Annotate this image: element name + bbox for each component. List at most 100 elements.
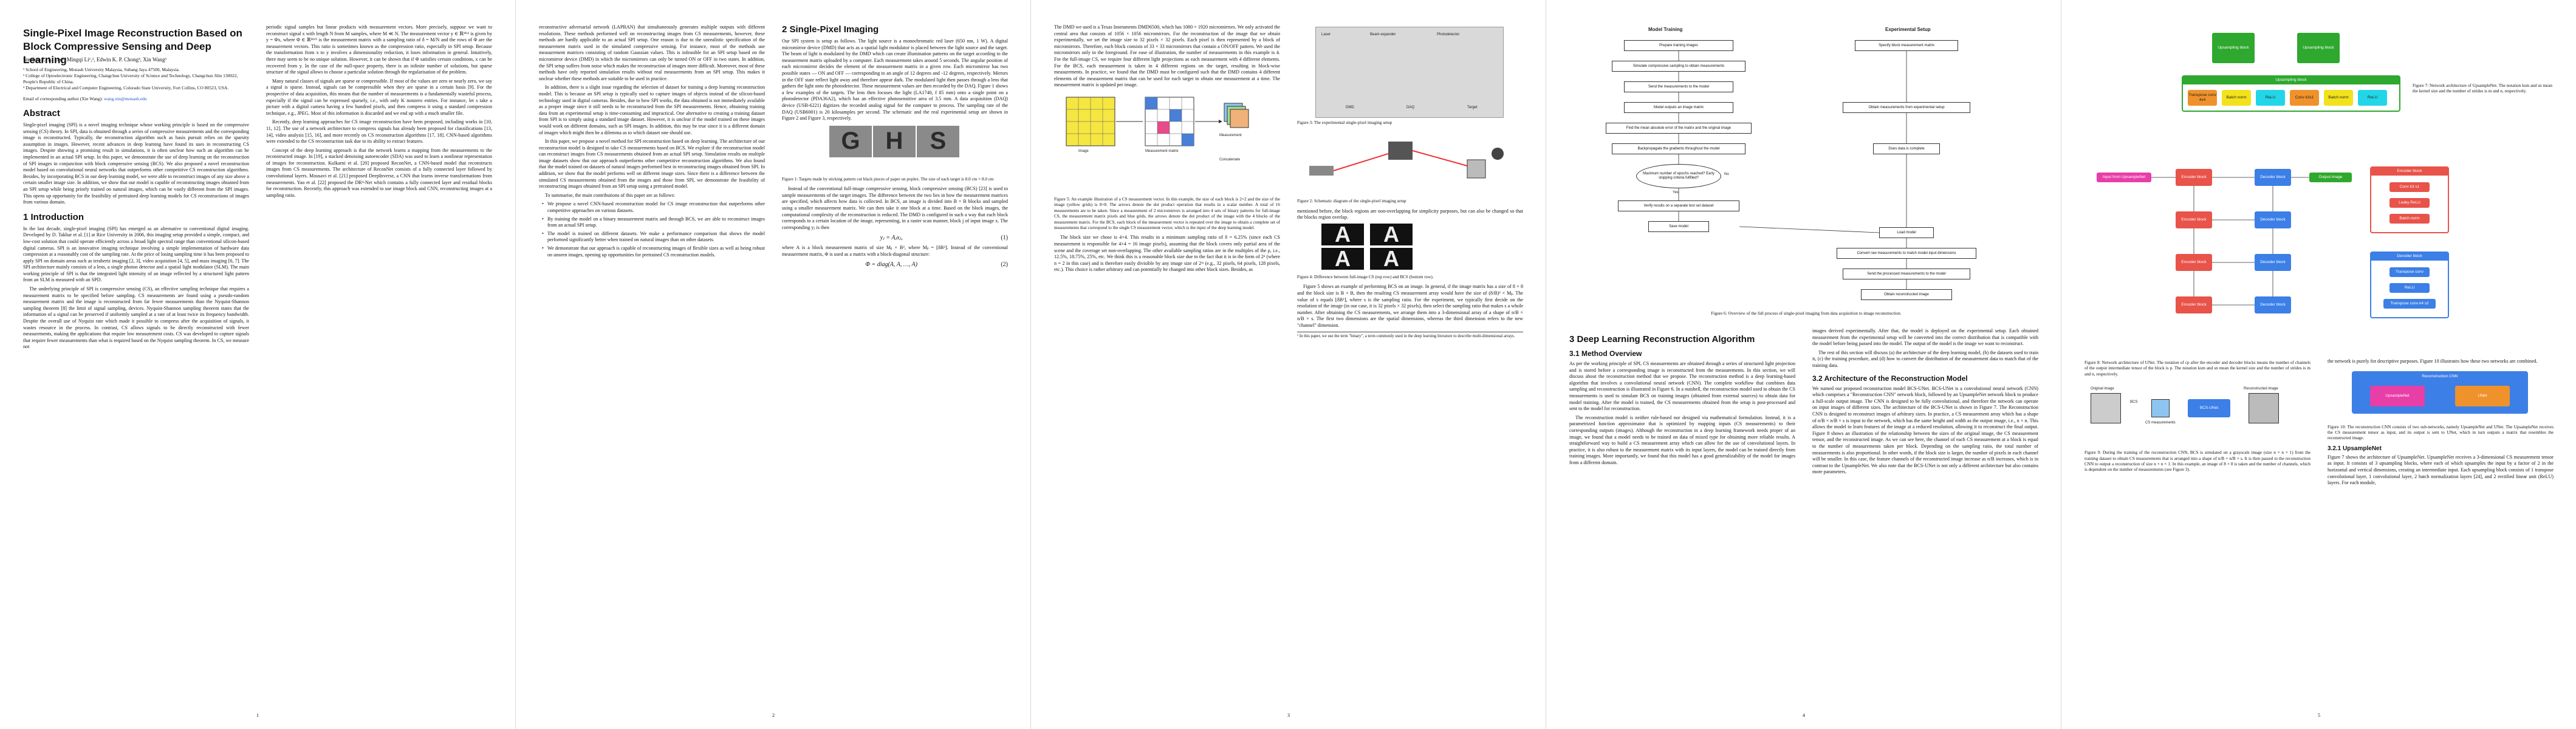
figure-10-caption: Figure 10: The reconstruction CNN consis… xyxy=(2328,424,2554,441)
flow-step-model-output: Model outputs an image matrix xyxy=(1624,102,1733,113)
unet-block: UNet xyxy=(2455,385,2510,406)
batch-norm-layer: Batch norm xyxy=(2222,90,2251,106)
architecture-paragraph: We named our proposed reconstruction mod… xyxy=(1812,385,2038,475)
figure-4-caption: Figure 4: Difference between full-image … xyxy=(1297,275,1434,279)
figure-9-caption: Figure 9: During the training of the rec… xyxy=(2084,450,2311,473)
intro-continued-3: Recently, deep learning approaches for C… xyxy=(266,119,492,145)
flow-step-specify-matrix: Specify block measurement matrix xyxy=(1855,40,1958,51)
bcs-sample: A xyxy=(1321,246,1364,271)
full-image-cs-sample: A xyxy=(1321,222,1364,247)
upsampling-block: Upsampling block xyxy=(2212,33,2255,63)
fig9-label-measurements: CS measurements xyxy=(2145,421,2176,425)
bcs-diagram-svg xyxy=(1066,97,1249,146)
section-3-heading: 3 Deep Learning Reconstruction Algorithm xyxy=(1569,334,1755,344)
fig5-label-concatenate: Concatenate xyxy=(1219,157,1241,162)
bcs-example-paragraph: Figure 5 shows an example of performing … xyxy=(1297,284,1523,328)
flow-decision-stop: Maximum number of epochs reached? Early … xyxy=(1636,164,1721,188)
figure-5-bcs-illustration: Image Measurement matrix Measurement Con… xyxy=(1054,91,1280,194)
section-2-heading: 2 Single-Pixel Imaging xyxy=(782,24,879,35)
decoder-transpose-conv-2: Transpose conv k4 s2 xyxy=(2383,299,2436,309)
abstract-heading: Abstract xyxy=(23,108,60,118)
upsamplenet-block: UpsampleNet xyxy=(2370,385,2425,406)
encoder-leaky-relu: Leaky ReLU xyxy=(2389,198,2430,208)
corresponding-email-line: Email of corresponding author (Xin Wang)… xyxy=(23,96,249,102)
page2-paragraph-4: To summarise, the main contributions of … xyxy=(545,192,676,198)
reconstructed-image-thumbnail xyxy=(2249,393,2279,424)
flowchart-arrows xyxy=(1678,51,1907,289)
encoder-block: Encoder block xyxy=(2176,211,2212,228)
upsamplenet-paragraph: Figure 7 shows the architecture of Upsam… xyxy=(2328,454,2554,486)
setup-photo xyxy=(1315,27,1504,118)
affiliation-3: ³ Department of Electrical and Computer … xyxy=(23,85,229,91)
subsection-3-2-heading: 3.2 Architecture of the Reconstruction M… xyxy=(1812,374,1968,383)
figure-8-unet: Input from UpsampleNet Encoder block Enc… xyxy=(2084,160,2554,361)
decoder-transpose-conv: Transpose conv xyxy=(2389,267,2430,277)
reconstruction-cnn-container: Reconstruction CNN UpsampleNet UNet xyxy=(2352,371,2528,414)
paper-title: Single-Pixel Image Reconstruction Based … xyxy=(23,27,242,66)
page2-paragraph-1: reconstructive adversarial network (LAPR… xyxy=(539,24,765,81)
figure-5-caption: Figure 5: An example illustration of a C… xyxy=(1054,196,1280,230)
equation-1-number: (1) xyxy=(1001,234,1008,242)
deploy-paragraph: images derived experimentally. After tha… xyxy=(1812,328,2038,347)
flowchart-title-experimental: Experimental Setup xyxy=(1885,27,1931,32)
page2-right-column: 2 Single-Pixel Imaging Our SPI system is… xyxy=(782,24,1008,272)
flowchart-title-training: Model Training xyxy=(1648,27,1683,32)
cs-measurement-tensor xyxy=(2151,399,2170,418)
measurement-stack xyxy=(1224,103,1249,128)
block-region-note: mentioned before, the block regions are … xyxy=(1297,208,1523,221)
fig5-label-image: Image xyxy=(1078,149,1089,153)
flow-no-label: No xyxy=(1724,173,1729,176)
batch-norm-layer: Batch norm xyxy=(2324,90,2353,106)
flow-step-send-processed: Send the processed measurements to the m… xyxy=(1843,269,1970,279)
page4-right-column: images derived experimentally. After tha… xyxy=(1812,328,2038,478)
subsection-3-1-heading: 3.1 Method Overview xyxy=(1569,349,1642,358)
block-matrix-paragraph: where A is a block measurement matrix of… xyxy=(782,245,1008,257)
fig2-label-dmd: DMD xyxy=(1346,106,1354,109)
fig2-label-beam-expander: Beam expander xyxy=(1370,33,1396,36)
decoder-block: Decoder block xyxy=(2255,254,2291,271)
fig2-label-target: Target xyxy=(1467,106,1478,109)
page1-right-column: periodic signal samples but linear produ… xyxy=(266,24,492,201)
bcs-sample: A xyxy=(1370,246,1413,271)
equation-1-body: yⱼ = Aⱼxⱼ, xyxy=(880,234,903,242)
affiliation-2: ² College of Optoelectronic Engineering,… xyxy=(23,73,238,84)
block-size-paragraph: The block size we chose is 4×4. This res… xyxy=(1054,234,1280,273)
page2-left-column: reconstructive adversarial network (LAPR… xyxy=(539,24,765,260)
transpose-conv-layer: Transpose conv 4x4 xyxy=(2188,90,2217,106)
subsection-3-2-1-heading: 3.2.1 UpsampleNet xyxy=(2328,445,2382,452)
page-4: Model Training Experimental Setup Prepar… xyxy=(1546,0,2061,729)
decoder-block: Decoder block xyxy=(2255,211,2291,228)
intro-continued-4: Concept of the deep learning approach is… xyxy=(266,147,492,198)
method-overview-paragraph-1: As per the working principle of SPI, CS … xyxy=(1569,361,1795,412)
figure-2-schematic xyxy=(1297,129,1523,196)
bcs-unet-block: BCS-UNet xyxy=(2188,399,2230,418)
decoder-relu: ReLU xyxy=(2389,283,2430,293)
flow-step-convert-measurements: Convert raw measurements to match model … xyxy=(1837,248,1976,259)
email-link[interactable]: wang.xin@monash.edu xyxy=(103,96,147,101)
fig2-label-daq: DAQ xyxy=(1406,106,1415,109)
schematic-svg xyxy=(1309,142,1504,179)
encoder-detail: Encoder block Conv k3 s1 Leaky ReLU Batc… xyxy=(2370,166,2449,233)
contribution-bullet: The model is trained on different datase… xyxy=(542,231,765,244)
flow-step-prepare-images: Prepare training images xyxy=(1624,40,1733,51)
image-grid xyxy=(1066,97,1115,146)
encoder-block: Encoder block xyxy=(2176,296,2212,313)
flow-step-obtain-measurements: Obtain measurements from experimental se… xyxy=(1843,102,1970,113)
figure-7-caption: Figure 7: Network architecture of Upsamp… xyxy=(2413,83,2552,94)
method-overview-paragraph-2: The reconstruction model is neither rule… xyxy=(1569,414,1795,465)
spi-setup-paragraph: Our SPI system is setup as follows. The … xyxy=(782,38,1008,122)
figure-1-caption: Figure 1: Targets made by sticking patte… xyxy=(782,176,994,182)
equation-1: yⱼ = Aⱼxⱼ, (1) xyxy=(782,234,1008,241)
figure-10-reconstruction-cnn: Reconstruction CNN UpsampleNet UNet xyxy=(2328,368,2554,422)
flow-step-simulate-cs: Simulate compressive sampling to obtain … xyxy=(1612,61,1745,72)
author-list: Stephen L. L. Lee¹, Mingqi Li¹,², Edwin … xyxy=(23,56,167,63)
bcs-paragraph: Instead of the conventional full-image c… xyxy=(782,186,1008,230)
relu-layer: ReLU xyxy=(2256,90,2285,106)
fig5-label-matrix: Measurement matrix xyxy=(1145,149,1179,153)
measurement-matrix-grid xyxy=(1145,97,1194,146)
conv-layer: Conv k3s1 xyxy=(2290,90,2319,106)
equation-2-number: (2) xyxy=(1001,261,1008,269)
page2-paragraph-3: In this paper, we propose a novel method… xyxy=(539,139,765,190)
figure-3-caption: Figure 3: The experimental single-pixel … xyxy=(1297,120,1392,125)
